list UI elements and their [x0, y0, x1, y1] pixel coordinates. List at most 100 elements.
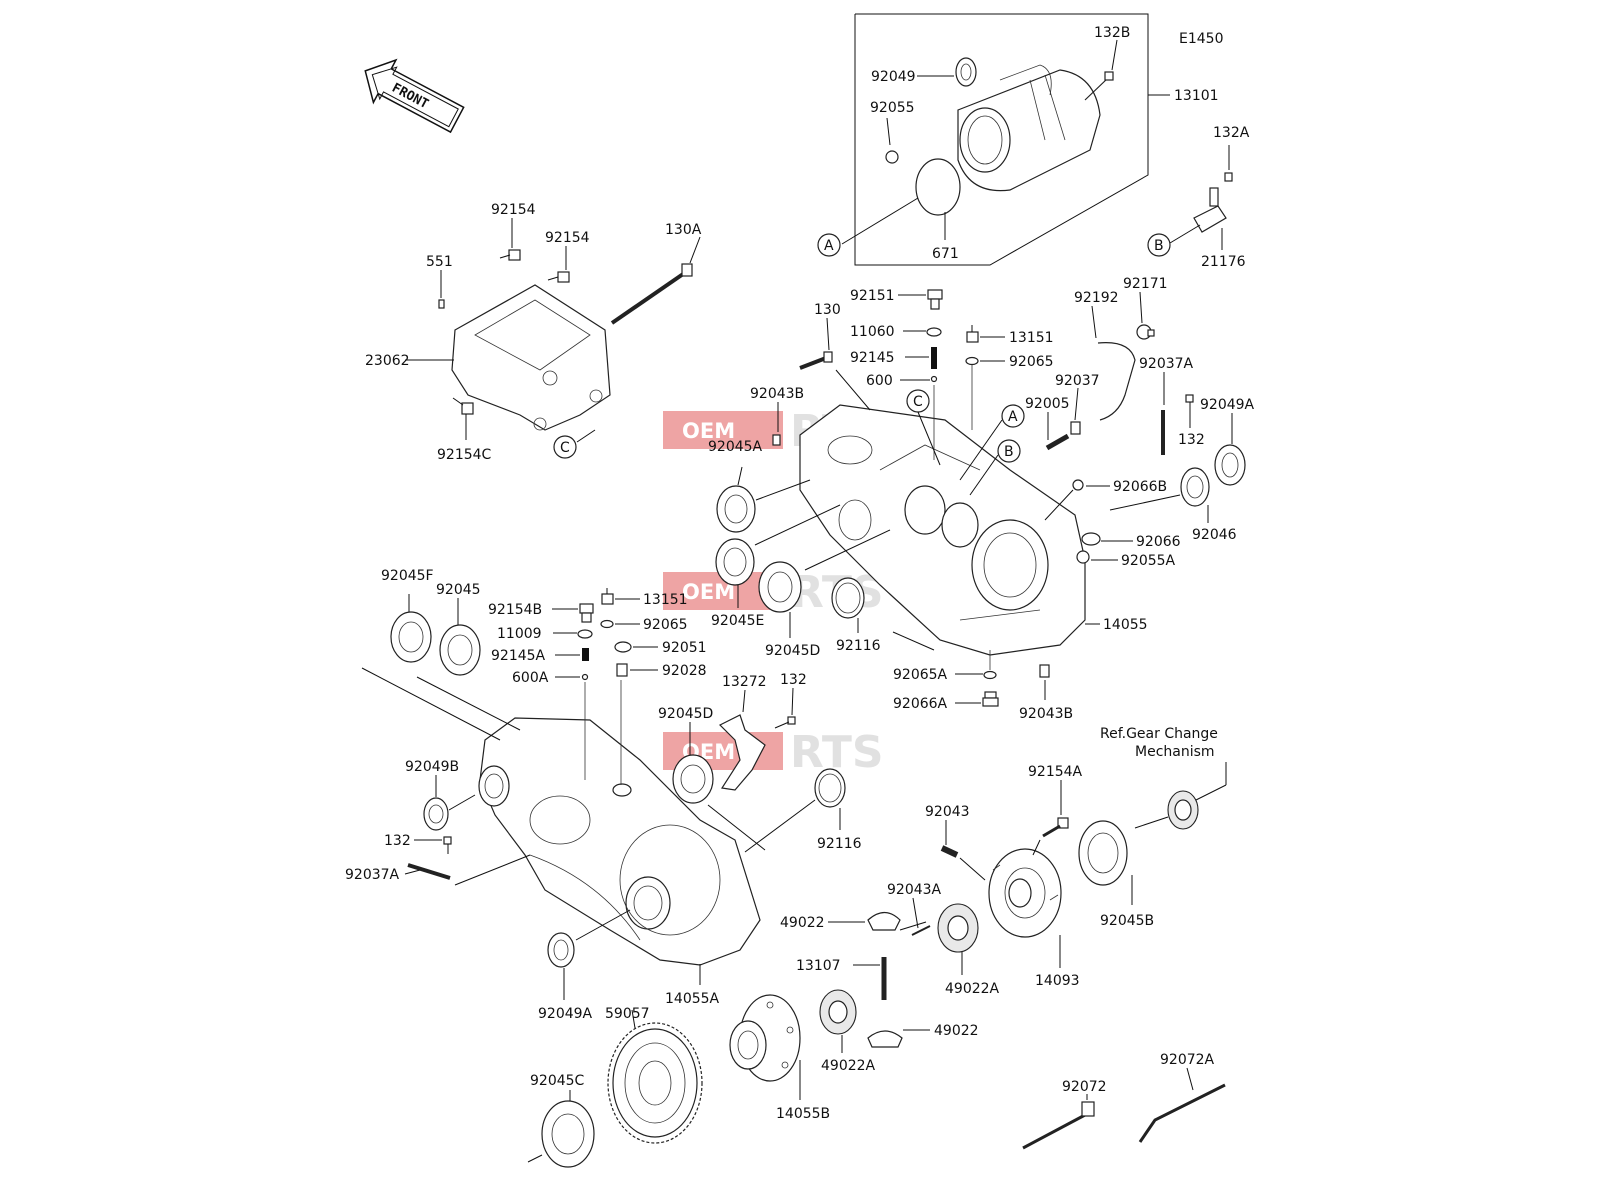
label-92051: 92051 — [662, 640, 707, 656]
label-14055A: 14055A — [665, 991, 720, 1007]
label-92049A-top: 92049A — [1200, 397, 1255, 413]
label-92055A: 92055A — [1121, 553, 1176, 569]
label-92065-top: 92065 — [1009, 354, 1054, 370]
sleeve-92116-mid — [814, 768, 846, 808]
label-92045: 92045 — [436, 582, 481, 598]
label-92037: 92037 — [1055, 373, 1100, 389]
label-92066A: 92066A — [893, 696, 948, 712]
dowel-92043B-bot — [1039, 664, 1050, 678]
label-49022-bot: 49022 — [934, 1023, 979, 1039]
spring-92145 — [931, 347, 937, 369]
bolt-132-left — [443, 836, 452, 854]
label-92043B-bot: 92043B — [1019, 706, 1073, 722]
label-92045B: 92045B — [1100, 913, 1154, 929]
washer-92065-top — [965, 356, 979, 366]
ball-600 — [930, 375, 938, 383]
washer-11009 — [577, 629, 593, 639]
gauge-92072A — [1138, 1083, 1226, 1143]
label-92072: 92072 — [1062, 1079, 1107, 1095]
dowel-92043B-top — [772, 434, 781, 446]
diagram-code: E1450 — [1179, 31, 1223, 47]
svg-text:A: A — [824, 238, 834, 254]
label-92043A: 92043A — [887, 882, 942, 898]
bolt-92154-1 — [499, 249, 521, 261]
bolt-92154C — [452, 397, 474, 415]
label-92154-1: 92154 — [491, 202, 536, 218]
label-92171: 92171 — [1123, 276, 1168, 292]
clamp-92171 — [1136, 324, 1155, 340]
bearing-92045E — [715, 538, 755, 586]
label-92005: 92005 — [1025, 396, 1070, 412]
bolt-130A — [610, 263, 693, 325]
plug-92151 — [927, 289, 943, 310]
bevel-gear-49022-top — [867, 911, 901, 931]
fitting-92037 — [1070, 421, 1081, 435]
cover-13101 — [957, 64, 1101, 192]
bracket-23062 — [451, 284, 611, 431]
front-arrow: FRONT — [364, 58, 465, 134]
housing-14055B — [729, 994, 801, 1082]
svg-text:C: C — [560, 440, 570, 456]
plug-92066 — [1081, 532, 1101, 546]
label-132-mid: 132 — [780, 672, 807, 688]
label-14093: 14093 — [1035, 973, 1080, 989]
label-49022-top: 49022 — [780, 915, 825, 931]
bolt-132A — [1224, 145, 1233, 182]
pin-92043 — [940, 845, 959, 858]
label-92045A: 92045A — [708, 439, 763, 455]
bearing-92045B — [1078, 820, 1128, 886]
oring-671 — [915, 158, 961, 216]
bearing-92045F — [390, 611, 432, 663]
crankcase-14055 — [799, 404, 1086, 656]
oring-92055 — [885, 150, 899, 164]
label-671: 671 — [932, 246, 959, 262]
label-23062: 23062 — [365, 353, 410, 369]
label-92154A: 92154A — [1028, 764, 1083, 780]
label-92154-2: 92154 — [545, 230, 590, 246]
label-92066B: 92066B — [1113, 479, 1167, 495]
label-92049B: 92049B — [405, 759, 459, 775]
label-92043: 92043 — [925, 804, 970, 820]
seal-92049 — [955, 57, 977, 87]
svg-text:B: B — [1004, 444, 1014, 460]
pin-92043A — [911, 925, 931, 936]
gear-59057 — [607, 1022, 703, 1144]
label-132-top: 132 — [1178, 432, 1205, 448]
case-14093 — [988, 848, 1062, 938]
label-600: 600 — [866, 373, 893, 389]
svg-text:RTS: RTS — [790, 727, 884, 778]
sensor-21176 — [1193, 187, 1227, 233]
callout-b-top — [1147, 233, 1171, 257]
label-92045C: 92045C — [530, 1073, 585, 1089]
label-551: 551 — [426, 254, 453, 270]
washer-11060 — [926, 327, 942, 337]
label-49022A-right: 49022A — [945, 981, 1000, 997]
label-92154C: 92154C — [437, 447, 492, 463]
callout-c-left — [553, 435, 577, 459]
seal-92049A-top — [1214, 444, 1246, 486]
seal-92046 — [1180, 467, 1210, 507]
label-132A: 132A — [1213, 125, 1250, 141]
oring-92055A — [1076, 550, 1090, 564]
svg-text:OEM: OEM — [682, 580, 735, 604]
hose-92192 — [1097, 342, 1136, 421]
bearing-92045C — [541, 1100, 595, 1168]
switch-13151-mid — [601, 588, 614, 605]
bearing-92045A — [716, 485, 756, 533]
label-92043B-top: 92043B — [750, 386, 804, 402]
label-92145: 92145 — [850, 350, 895, 366]
label-92049A-bot: 92049A — [538, 1006, 593, 1022]
label-92045E: 92045E — [711, 613, 764, 629]
bevel-gear-49022A-right — [937, 903, 979, 953]
label-92055: 92055 — [870, 100, 915, 116]
label-92045D-top: 92045D — [765, 643, 820, 659]
cover-group-box — [854, 13, 1170, 266]
label-92045F: 92045F — [381, 568, 434, 584]
washer-92051 — [614, 641, 632, 653]
label-130A: 130A — [665, 222, 702, 238]
svg-text:OEM: OEM — [682, 419, 735, 443]
dowel-551 — [438, 299, 445, 309]
seal-92049A-bot — [547, 932, 575, 968]
label-92154B: 92154B — [488, 602, 542, 618]
